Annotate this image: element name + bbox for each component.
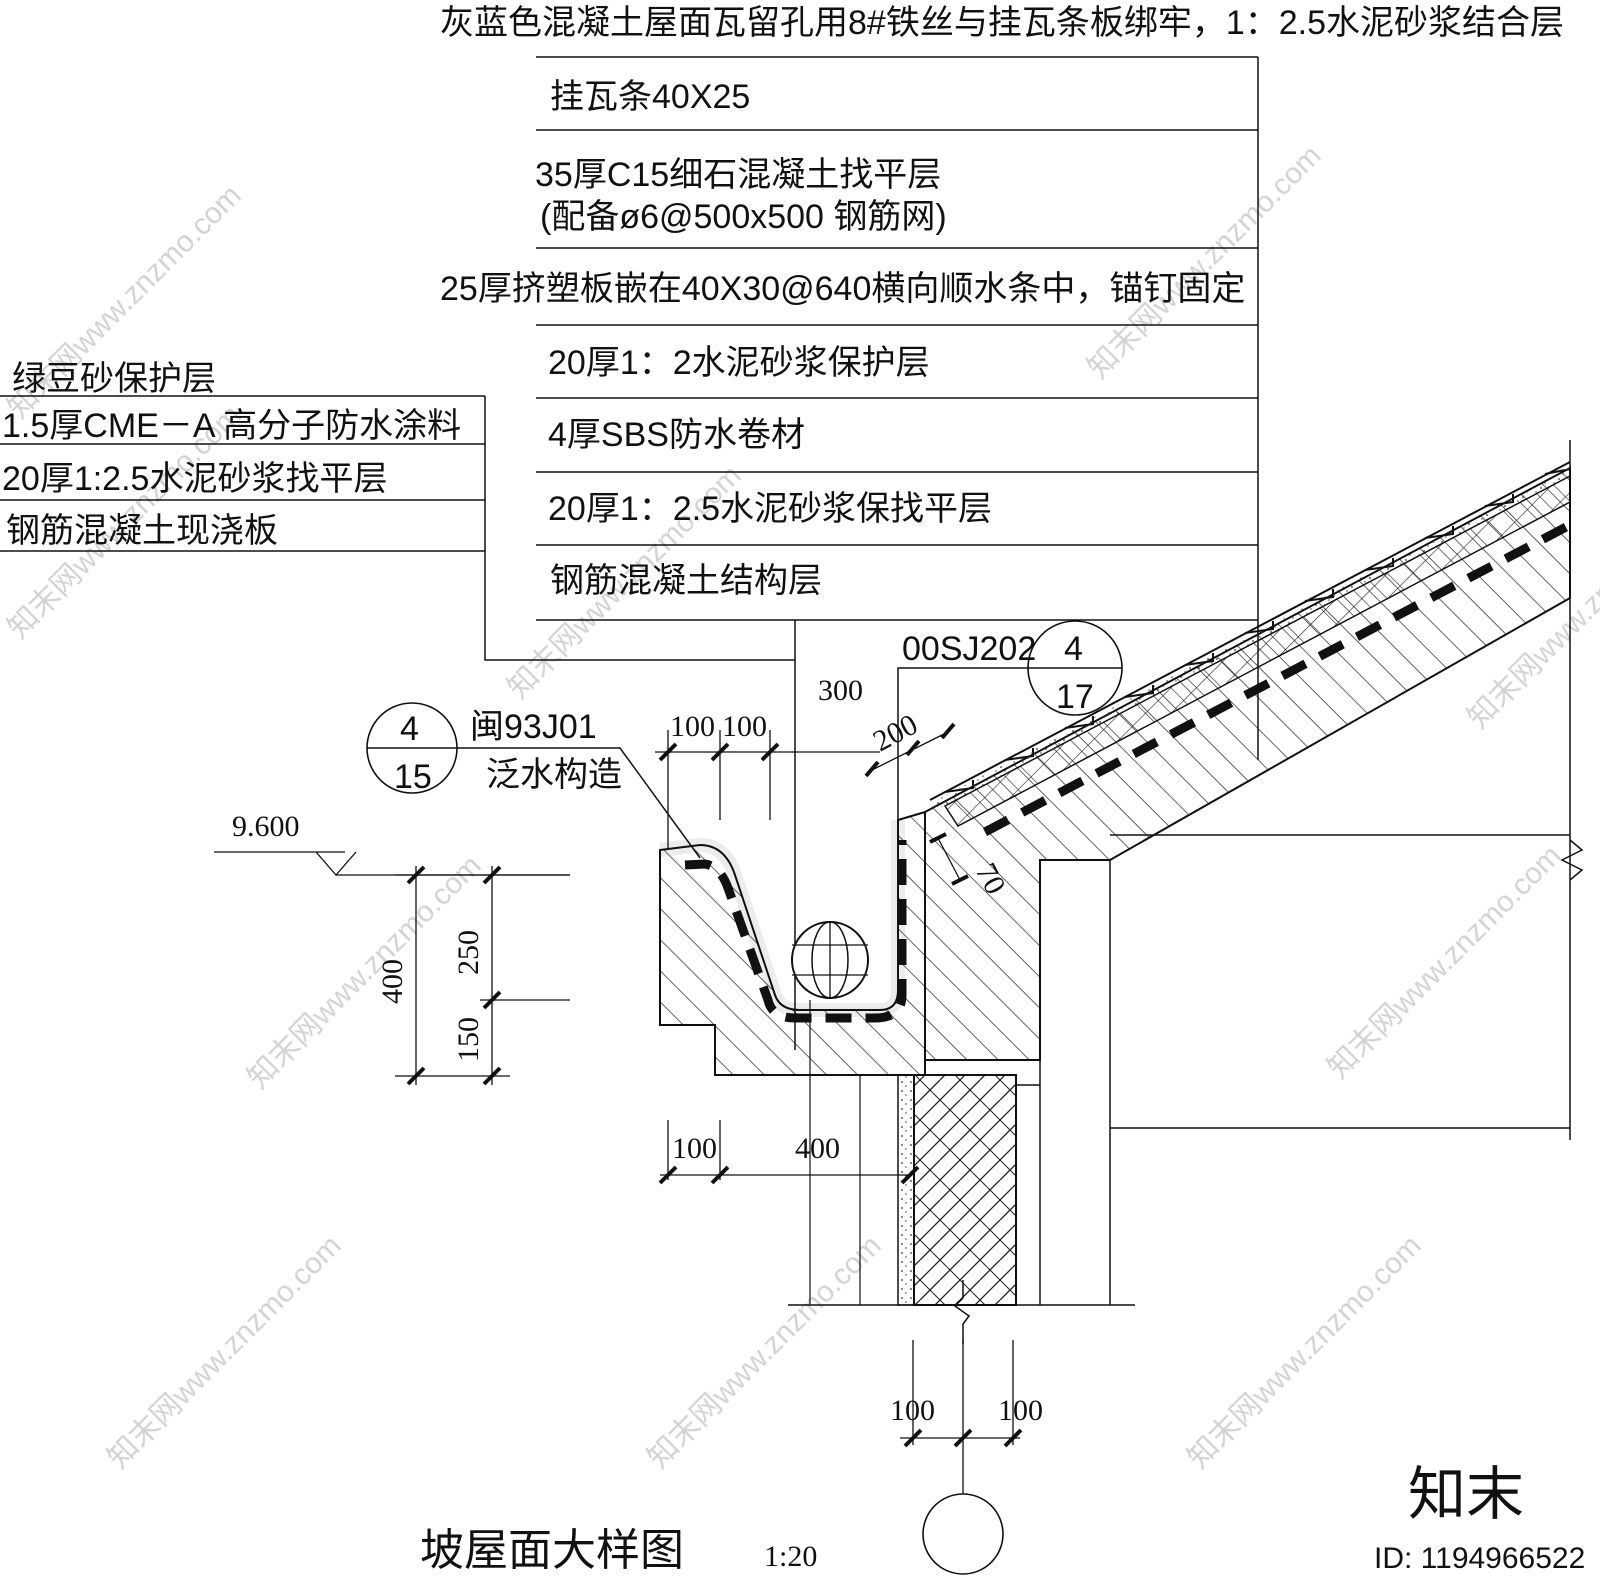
callout-xps: 25厚挤塑板嵌在40X30@640横向顺水条中，锚钉固定: [440, 270, 1245, 308]
watermark-layer: 知末网www.znzmo.com 知末网www.znzmo.com 知末网www…: [2, 139, 1600, 1475]
callout-screed-line2: (配备ø6@500x500 钢筋网): [540, 198, 947, 236]
dim-150: 150: [452, 1017, 485, 1062]
callout-mortar-level: 20厚1：2.5水泥砂浆保找平层: [548, 490, 992, 528]
dim-elevation: 9.600: [232, 810, 300, 843]
ref-min-code: 闽93J01: [470, 708, 597, 746]
watermark: 知末网www.znzmo.com: [1322, 839, 1568, 1085]
watermark: 知末网www.znzmo.com: [1182, 1229, 1428, 1475]
callout-cme: 1.5厚CME－A 高分子防水涂料: [2, 407, 461, 445]
dim-400-horizontal: 400: [795, 1132, 840, 1165]
callout-mung-bean: 绿豆砂保护层: [12, 360, 216, 398]
ref-min-num: 4: [400, 710, 419, 748]
drawing-title: 坡屋面大样图: [420, 1525, 684, 1576]
callout-screed-line1: 35厚C15细石混凝土找平层: [535, 156, 941, 194]
watermark: 知末网www.znzmo.com: [242, 849, 488, 1095]
dim-200: 200: [868, 708, 923, 758]
callout-sbs: 4厚SBS防水卷材: [548, 416, 805, 454]
dim-100a: 100: [670, 710, 715, 743]
drawing-scale: 1:20: [764, 1540, 817, 1573]
callout-rc-structure: 钢筋混凝土结构层: [550, 562, 822, 600]
dim-100e: 100: [998, 1394, 1043, 1427]
dim-100d: 100: [890, 1394, 935, 1427]
top-callout-table: [536, 56, 1259, 1050]
dim-250: 250: [452, 930, 485, 975]
ref-min-desc: 泛水构造: [486, 756, 622, 794]
ref-std-num: 4: [1064, 630, 1083, 668]
dim-400-vertical: 400: [376, 959, 409, 1004]
left-callout-table: [0, 395, 795, 661]
dimension-lines: [214, 722, 1023, 1448]
dim-300: 300: [818, 674, 863, 707]
wall-section: [788, 1000, 1135, 1575]
ref-std-code: 00SJ202: [902, 630, 1036, 668]
ref-min-den: 15: [394, 758, 432, 796]
watermark: 知末网www.znzmo.com: [1082, 139, 1328, 385]
callout-tile-binding: 灰蓝色混凝土屋面瓦留孔用8#铁丝与挂瓦条板绑牢，1：2.5水泥砂浆结合层: [440, 4, 1564, 42]
dim-100c: 100: [672, 1132, 717, 1165]
callout-mortar-protect: 20厚1：2水泥砂浆保护层: [548, 344, 930, 382]
callout-slab: 钢筋混凝土现浇板: [6, 512, 278, 550]
ref-bubble-std: [897, 620, 1123, 860]
brand-logo: 知末: [1408, 1462, 1524, 1527]
roof-slope: [924, 440, 1584, 1305]
watermark: 知末网www.znzmo.com: [102, 1229, 348, 1475]
ref-bubble-min: [366, 702, 701, 859]
gutter-section: [659, 810, 926, 1076]
callout-mortar: 20厚1:2.5水泥砂浆找平层: [2, 460, 387, 498]
brand-id: ID: 1194966522: [1374, 1542, 1585, 1575]
dim-100b: 100: [722, 710, 767, 743]
callout-batten: 挂瓦条40X25: [550, 78, 750, 116]
watermark: 知末网www.znzmo.com: [642, 1229, 888, 1475]
ref-std-den: 17: [1056, 678, 1094, 716]
